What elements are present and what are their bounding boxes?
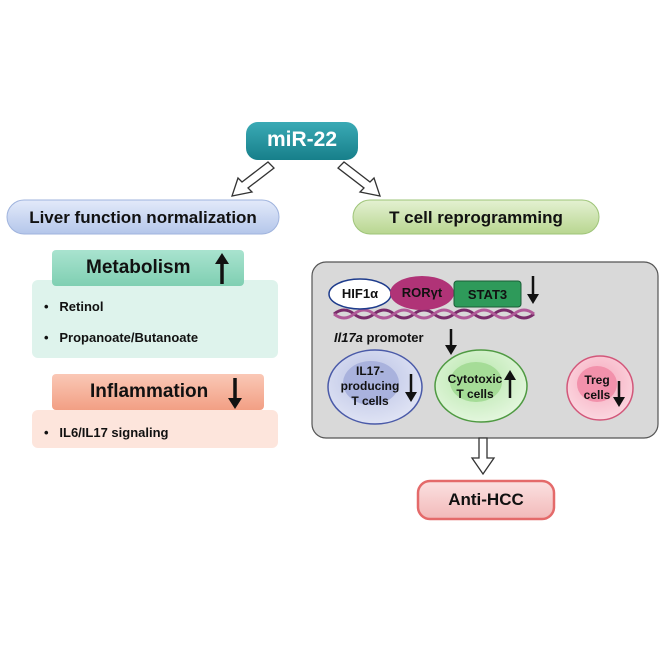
metabolism-up-arrow-icon bbox=[215, 253, 229, 284]
treg-down-arrow-icon bbox=[613, 381, 625, 407]
inflammation-down-arrow-icon bbox=[228, 378, 242, 409]
mir22-label: miR-22 bbox=[266, 128, 338, 151]
treg-line2: cells bbox=[583, 388, 611, 402]
bullet: • bbox=[44, 425, 60, 440]
inflammation-item-1: • IL6/IL17 signaling bbox=[44, 425, 168, 440]
inflammation-box bbox=[32, 410, 278, 448]
hif1a-label: HIF1α bbox=[341, 286, 379, 301]
mir22-badge bbox=[246, 122, 358, 160]
inflammation-label: Inflammation bbox=[90, 381, 209, 402]
promoter-down-arrow-icon bbox=[445, 329, 457, 355]
metabolism-item-1: • Retinol bbox=[44, 299, 103, 314]
cytotoxic-cell-nucleus bbox=[450, 362, 502, 402]
rorgt-factor bbox=[390, 276, 454, 310]
promoter-label: Il17a promoter bbox=[334, 330, 424, 345]
liver-function-pill bbox=[6, 199, 280, 235]
il17-down-arrow-icon bbox=[405, 374, 417, 402]
arrow-to-liver-icon bbox=[231, 161, 275, 197]
inflammation-header bbox=[52, 374, 264, 410]
arrow-to-tcell-icon bbox=[337, 161, 381, 197]
metabolism-label: Metabolism bbox=[86, 257, 191, 278]
stat3-factor bbox=[453, 280, 522, 308]
il17-line3: T cells bbox=[351, 394, 389, 408]
liver-function-title: Liver function normalization bbox=[29, 208, 257, 227]
stat3-down-arrow-icon bbox=[527, 276, 539, 304]
propanoate-label: Propanoate/Butanoate bbox=[59, 330, 199, 345]
anti-hcc-badge bbox=[416, 479, 556, 521]
metabolism-header bbox=[52, 250, 244, 286]
cytotoxic-line1: Cytotoxic bbox=[447, 372, 503, 386]
cytotoxic-line2: T cells bbox=[456, 387, 494, 401]
metabolism-item-2: • Propanoate/Butanoate bbox=[44, 330, 198, 345]
treg-cell-label: Treg cells bbox=[574, 373, 620, 403]
dna-helix-icon bbox=[333, 308, 535, 320]
promoter-word: promoter bbox=[362, 330, 424, 345]
cytotoxic-up-arrow-icon bbox=[504, 370, 516, 398]
bullet: • bbox=[44, 299, 60, 314]
il17-line1: IL17- bbox=[355, 364, 384, 378]
treg-line1: Treg bbox=[584, 373, 610, 387]
retinol-label: Retinol bbox=[59, 299, 104, 314]
cytotoxic-cell-label: Cytotoxic T cells bbox=[440, 372, 510, 402]
rorgt-label: RORγt bbox=[401, 285, 443, 300]
tcell-reprogramming-pill bbox=[352, 199, 600, 235]
tcell-reprogramming-title: T cell reprogramming bbox=[389, 208, 563, 227]
anti-hcc-label: Anti-HCC bbox=[448, 490, 524, 509]
treg-cell-nucleus bbox=[577, 366, 617, 402]
arrow-to-anti-hcc-icon bbox=[470, 437, 496, 476]
il17a-gene: Il17a bbox=[334, 330, 363, 345]
metabolism-box bbox=[32, 280, 278, 358]
il17-cell-label: IL17- producing T cells bbox=[335, 364, 405, 409]
il17-cell-nucleus bbox=[343, 361, 399, 405]
il17-line2: producing bbox=[340, 379, 400, 393]
il6-il17-label: IL6/IL17 signaling bbox=[59, 425, 169, 440]
stat3-label: STAT3 bbox=[467, 287, 508, 302]
bullet: • bbox=[44, 330, 60, 345]
